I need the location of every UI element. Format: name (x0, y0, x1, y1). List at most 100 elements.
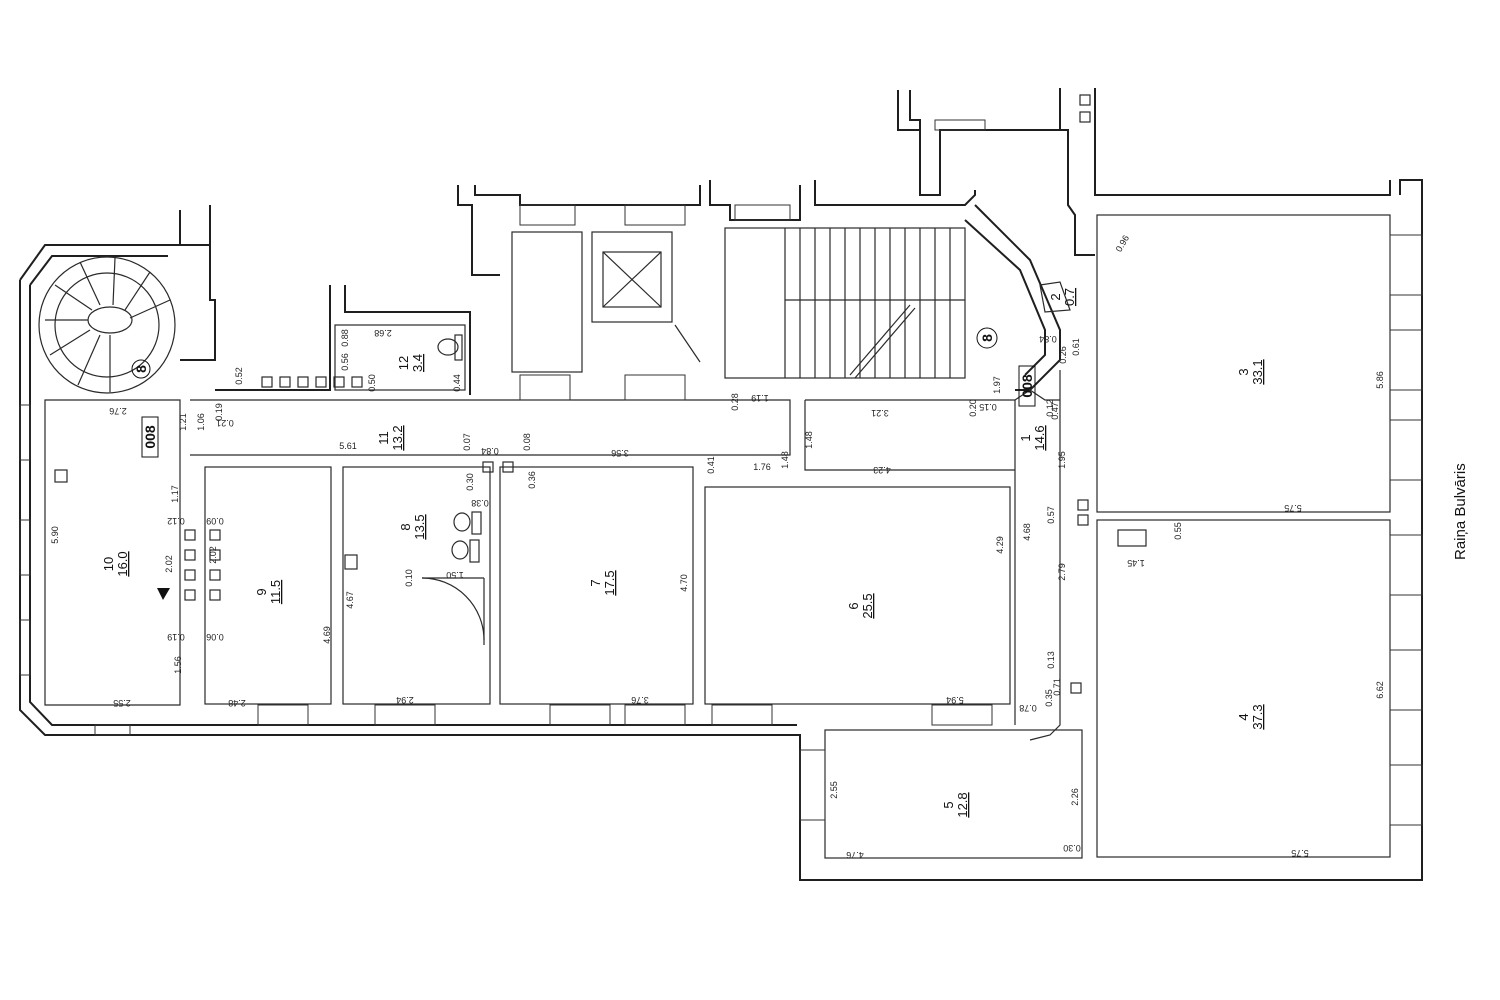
dimension-label: 3.21 (871, 408, 889, 418)
dimension-label: 1.48 (780, 451, 790, 469)
dimension-label: 0.36 (527, 471, 537, 489)
room-6-area: 25.5 (860, 593, 875, 618)
room-labels: 1 14.6 2 0.7 3 33.1 4 37.3 5 12.8 6 25.5… (101, 288, 1265, 818)
room-4-number: 4 (1236, 713, 1251, 720)
dimension-label: 5.86 (1375, 371, 1385, 389)
dimension-label: 0.30 (1063, 843, 1081, 853)
height-tag: 008 (1019, 374, 1035, 398)
height-tag: 008 (142, 425, 158, 449)
room-7-number: 7 (588, 579, 603, 586)
dimension-label: 0.13 (1046, 651, 1056, 669)
dimension-label: 2.55 (113, 698, 131, 708)
dimension-label: 0.50 (367, 374, 377, 392)
dimension-label: 2.76 (109, 406, 127, 416)
dimension-label: 0.47 (1050, 402, 1060, 420)
dimension-label: 2.02 (208, 546, 218, 564)
dimension-label: 5.61 (339, 441, 357, 451)
dimension-label: 0.84 (481, 446, 499, 456)
room-5-area: 12.8 (955, 792, 970, 817)
room-9-number: 9 (254, 588, 269, 595)
dimension-label: 0.57 (1046, 506, 1056, 524)
room-5-number: 5 (941, 801, 956, 808)
dimension-label: 1.97 (992, 376, 1002, 394)
dimension-label: 0.35 (1044, 689, 1054, 707)
dimension-label: 1.48 (804, 431, 814, 449)
dimension-label: 0.12 (1045, 399, 1055, 417)
dimension-label: 0.28 (730, 393, 740, 411)
dimension-label: 3.56 (611, 448, 629, 458)
dimension-label: 0.61 (1071, 338, 1081, 356)
staircase-mark: 8 (133, 365, 149, 373)
dimension-label: 4.76 (846, 850, 864, 860)
dimension-label: 0.30 (465, 473, 475, 491)
room-2-number: 2 (1048, 293, 1063, 300)
dimension-label: 0.20 (968, 399, 978, 417)
dimension-label: 0.84 (1039, 334, 1057, 344)
dimension-label: 2.02 (164, 555, 174, 573)
room-8-area: 13.5 (412, 514, 427, 539)
dimension-label: 0.88 (340, 329, 350, 347)
dimension-label: 0.38 (471, 498, 489, 508)
room-10-number: 10 (101, 557, 116, 571)
room-outlines (44, 214, 1391, 859)
dimension-label: 0.09 (206, 516, 224, 526)
sanitary-fixtures (54, 334, 1147, 570)
dimension-label: 4.69 (322, 626, 332, 644)
room-9-area: 11.5 (268, 580, 283, 604)
dimension-label: 0.44 (452, 374, 462, 392)
dimension-label: 0.96 (1114, 233, 1131, 253)
dimension-label: 1.45 (1127, 558, 1145, 568)
dimension-label: 1.56 (173, 656, 183, 674)
room-6-number: 6 (846, 602, 861, 609)
room-4-area: 37.3 (1250, 704, 1265, 729)
dimension-label: 4.23 (873, 465, 891, 475)
room-11-number: 11 (376, 431, 391, 445)
dimension-label: 1.17 (170, 485, 180, 503)
dimension-label: 1.95 (1057, 451, 1067, 469)
dimension-label: 0.71 (1052, 678, 1062, 696)
room-1-area: 14.6 (1032, 425, 1047, 450)
doors (421, 324, 701, 645)
dimension-label: 4.29 (995, 536, 1005, 554)
dimension-label: 6.62 (1375, 681, 1385, 699)
room-10-area: 16.0 (115, 551, 130, 576)
dimension-label: 2.48 (228, 698, 246, 708)
dimension-label: 0.55 (1173, 522, 1183, 540)
dimension-label: 0.08 (522, 433, 532, 451)
height-tags: 008 008 8 8 (131, 327, 1036, 458)
dimension-label: 0.26 (1058, 346, 1068, 364)
spiral-staircase (38, 256, 176, 394)
dimension-label: 2.26 (1070, 788, 1080, 806)
dimension-label: 2.68 (374, 328, 392, 338)
room-12-area: 3.4 (410, 354, 425, 372)
dimension-label: 5.75 (1291, 848, 1309, 858)
dimension-label: 2.55 (829, 781, 839, 799)
windows (19, 119, 1423, 826)
dimension-label: 2.94 (396, 695, 414, 705)
staircase-treads (784, 228, 965, 379)
dimension-label: 5.75 (1284, 503, 1302, 513)
dimension-label: 0.56 (340, 353, 350, 371)
dimension-label: 1.19 (751, 393, 769, 403)
room-8-number: 8 (398, 523, 413, 530)
dimension-label: 5.94 (946, 695, 964, 705)
dimension-label: 0.78 (1019, 703, 1037, 713)
dimension-label: 0.10 (404, 569, 414, 587)
dimension-label: 0.19 (214, 403, 224, 421)
dimension-label: 5.90 (50, 526, 60, 544)
staircase-mark: 8 (979, 334, 995, 342)
dimension-label: 4.67 (345, 591, 355, 609)
room-3-area: 33.1 (1250, 359, 1265, 384)
dimension-label: 0.21 (216, 418, 234, 428)
dimension-label: 1.50 (446, 570, 464, 580)
room-3-number: 3 (1236, 368, 1251, 375)
dimension-label: 0.12 (167, 516, 185, 526)
dimension-label: 3.76 (631, 695, 649, 705)
room-11-area: 13.2 (390, 425, 405, 450)
room-2-area: 0.7 (1062, 288, 1077, 306)
room-7-area: 17.5 (602, 570, 617, 595)
dimension-label: 1.76 (753, 462, 771, 472)
dimension-label: 0.06 (206, 632, 224, 642)
